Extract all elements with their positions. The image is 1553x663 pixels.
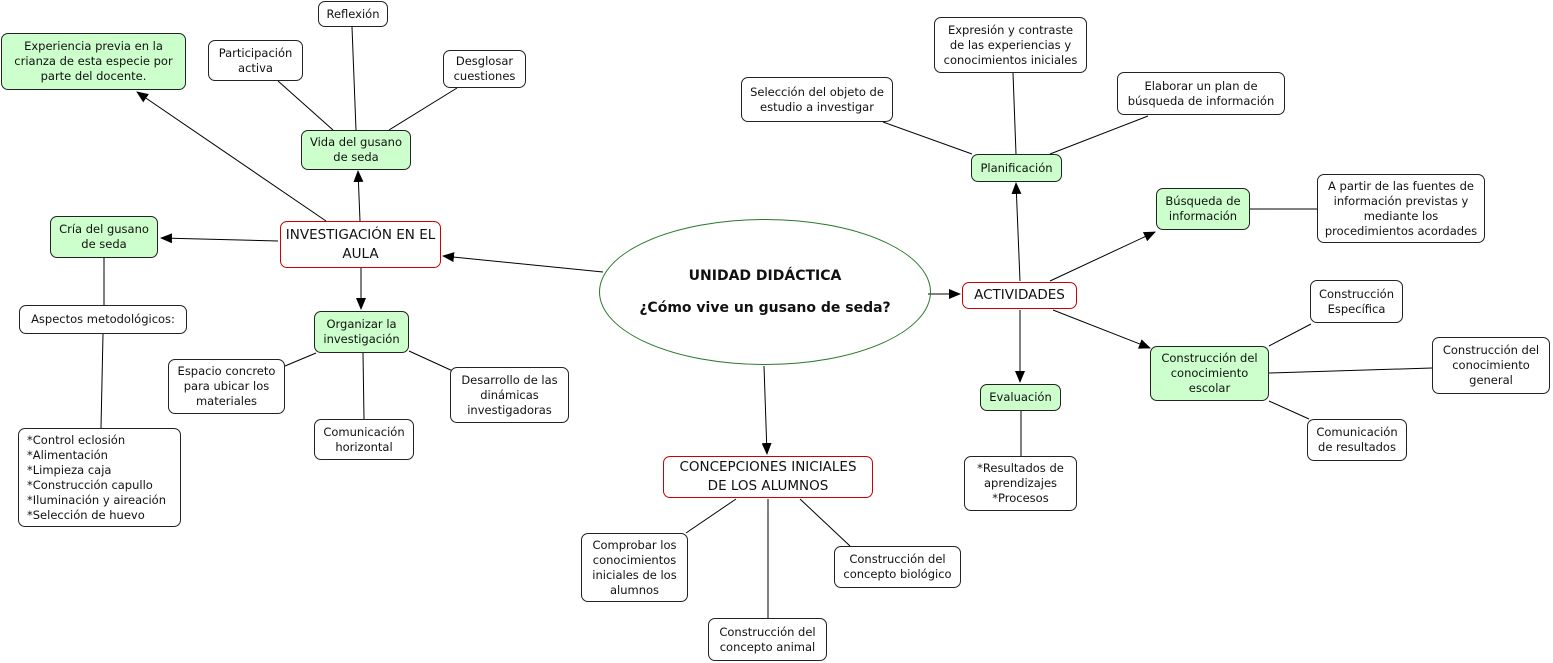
- node-concepciones[interactable]: CONCEPCIONES INICIALES DE LOS ALUMNOS: [663, 456, 873, 498]
- node-comunicacion[interactable]: Comunicación horizontal: [314, 419, 414, 460]
- node-conocimiento-escolar[interactable]: Construcción del conocimiento escolar: [1150, 346, 1269, 401]
- node-investigacion[interactable]: INVESTIGACIÓN EN EL AULA: [280, 221, 441, 268]
- node-actividades[interactable]: ACTIVIDADES: [962, 282, 1077, 309]
- node-conocimiento-general[interactable]: Construcción del conocimiento general: [1432, 337, 1550, 394]
- node-seleccion[interactable]: Selección del objeto de estudio a invest…: [741, 77, 893, 122]
- central-title: UNIDAD DIDÁCTICA: [688, 268, 842, 284]
- node-espacio[interactable]: Espacio concreto para ubicar los materia…: [168, 359, 285, 414]
- node-comunicacion-resultados[interactable]: Comunicación de resultados: [1307, 419, 1407, 461]
- node-controles[interactable]: *Control eclosión *Alimentación *Limpiez…: [18, 428, 181, 527]
- node-busqueda[interactable]: Búsqueda de información: [1156, 188, 1250, 230]
- central-question: ¿Cómo vive un gusano de seda?: [639, 300, 891, 316]
- node-concepto-animal[interactable]: Construcción del concepto animal: [708, 618, 827, 661]
- node-participacion[interactable]: Participación activa: [208, 40, 303, 81]
- node-aspectos[interactable]: Aspectos metodológicos:: [19, 305, 187, 334]
- node-comprobar[interactable]: Comprobar los conocimientos iniciales de…: [581, 533, 688, 602]
- node-vida[interactable]: Vida del gusano de seda: [301, 130, 411, 170]
- node-expresion[interactable]: Expresión y contraste de las experiencia…: [934, 17, 1087, 73]
- node-experiencia[interactable]: Experiencia previa en la crianza de esta…: [1, 33, 186, 90]
- node-reflexion[interactable]: Reflexión: [318, 1, 388, 27]
- node-planificacion[interactable]: Planificación: [971, 154, 1062, 182]
- node-elaborar[interactable]: Elaborar un plan de búsqueda de informac…: [1117, 72, 1285, 115]
- node-cria[interactable]: Cría del gusano de seda: [50, 216, 158, 258]
- central-topic[interactable]: UNIDAD DIDÁCTICA ¿Cómo vive un gusano de…: [599, 219, 931, 365]
- node-desglosar[interactable]: Desglosar cuestiones: [443, 50, 526, 88]
- node-evaluacion[interactable]: Evaluación: [980, 384, 1061, 411]
- node-especifica[interactable]: Construcción Específica: [1310, 280, 1403, 323]
- node-organizar[interactable]: Organizar la investigación: [314, 311, 409, 353]
- node-concepto-biologico[interactable]: Construcción del concepto biológico: [834, 546, 961, 588]
- node-resultados[interactable]: *Resultados de aprendizajes *Procesos: [964, 456, 1077, 511]
- node-desarrollo[interactable]: Desarrollo de las dinámicas investigador…: [450, 367, 569, 423]
- node-a-partir[interactable]: A partir de las fuentes de información p…: [1317, 174, 1485, 243]
